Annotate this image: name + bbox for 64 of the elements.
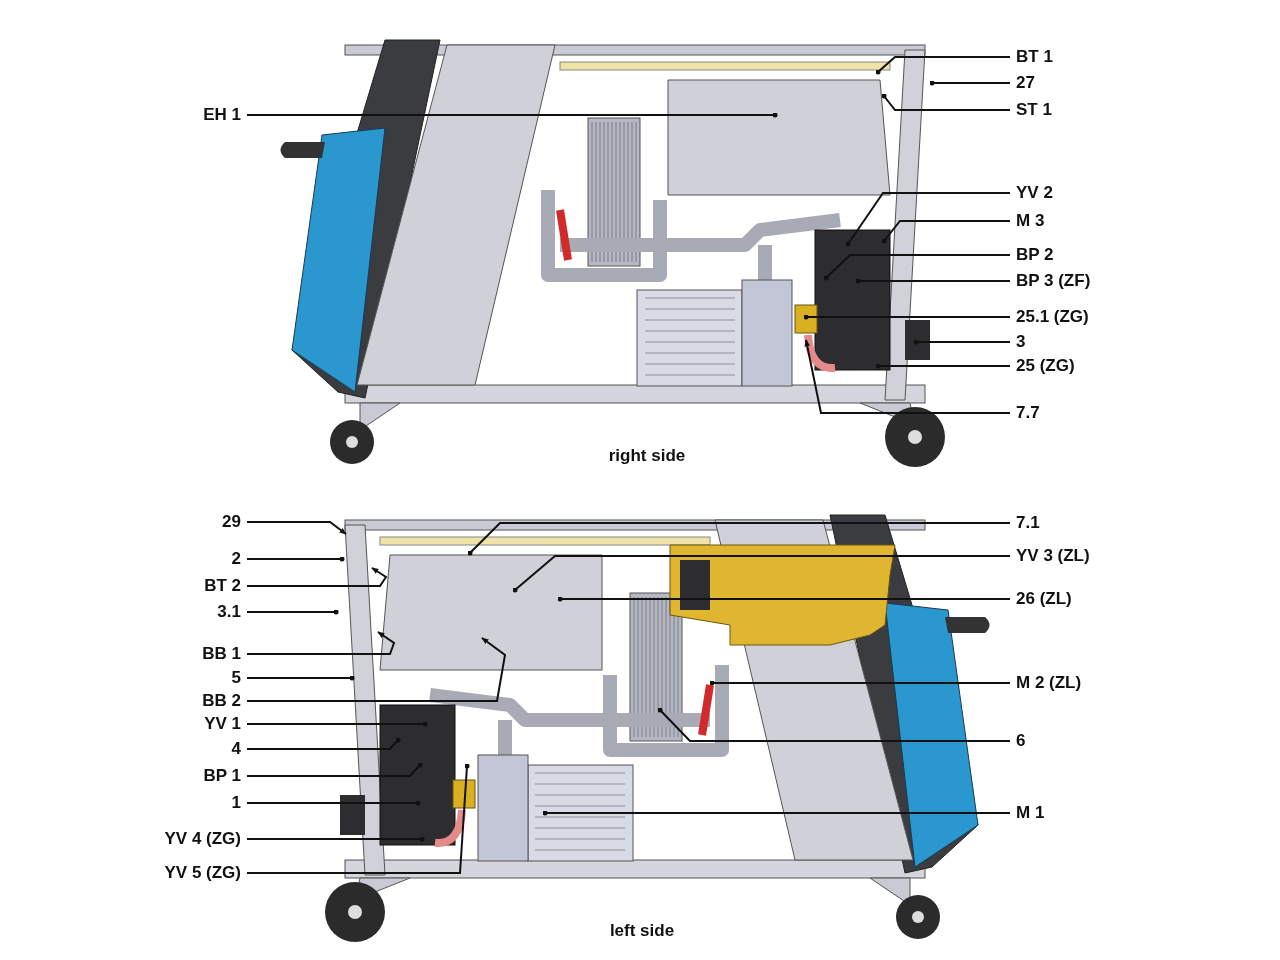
part-label: BT 2 bbox=[204, 576, 241, 596]
part-label: YV 2 bbox=[1016, 183, 1053, 203]
part-label: BP 1 bbox=[203, 766, 241, 786]
part-label: 26 (ZL) bbox=[1016, 589, 1072, 609]
leader-line bbox=[246, 762, 423, 777]
part-label: BP 2 bbox=[1016, 245, 1054, 265]
leader-line bbox=[913, 339, 1011, 345]
part-label: 3.1 bbox=[217, 602, 241, 622]
part-label: 7.7 bbox=[1016, 403, 1040, 423]
leader-line bbox=[467, 522, 1011, 556]
view-caption: right side bbox=[608, 446, 686, 466]
leader-line bbox=[881, 220, 1011, 244]
part-label: M 1 bbox=[1016, 803, 1045, 823]
part-label: M 3 bbox=[1016, 211, 1045, 231]
part-label: 7.1 bbox=[1016, 513, 1040, 533]
leader-line bbox=[557, 596, 1011, 602]
part-label: BT 1 bbox=[1016, 47, 1053, 67]
leader-line bbox=[512, 555, 1011, 593]
leader-line bbox=[875, 363, 1011, 369]
part-label: 25.1 (ZG) bbox=[1016, 307, 1089, 327]
leader-line bbox=[881, 93, 1011, 111]
leader-line bbox=[657, 707, 1011, 742]
leader-line bbox=[875, 56, 1011, 75]
leader-line bbox=[246, 637, 507, 702]
part-label: 25 (ZG) bbox=[1016, 356, 1075, 376]
leader-line bbox=[246, 567, 388, 587]
part-label: 6 bbox=[1016, 731, 1026, 751]
leader-line bbox=[246, 763, 470, 874]
part-label: 29 bbox=[222, 512, 241, 532]
part-label: YV 3 (ZL) bbox=[1016, 546, 1090, 566]
leader-line bbox=[845, 192, 1011, 247]
leader-line bbox=[246, 556, 345, 562]
leader-line bbox=[246, 112, 778, 118]
leader-line bbox=[246, 675, 355, 681]
part-label: YV 5 (ZG) bbox=[164, 863, 241, 883]
view-caption: left side bbox=[609, 921, 675, 941]
part-label: BP 3 (ZF) bbox=[1016, 271, 1091, 291]
leader-line bbox=[246, 521, 347, 535]
leader-line bbox=[246, 737, 401, 750]
part-label: BB 2 bbox=[202, 691, 241, 711]
part-label: M 2 (ZL) bbox=[1016, 673, 1082, 693]
part-label: YV 1 bbox=[204, 714, 241, 734]
part-label: 5 bbox=[231, 668, 241, 688]
leader-line bbox=[929, 80, 1011, 86]
part-label: ST 1 bbox=[1016, 100, 1052, 120]
part-label: BB 1 bbox=[202, 644, 241, 664]
leader-line bbox=[709, 680, 1011, 686]
part-label: 2 bbox=[231, 549, 241, 569]
part-label: YV 4 (ZG) bbox=[164, 829, 241, 849]
part-label: 3 bbox=[1016, 332, 1026, 352]
leader-line bbox=[246, 631, 396, 655]
part-label: 4 bbox=[231, 739, 241, 759]
part-label: 27 bbox=[1016, 73, 1035, 93]
leader-line bbox=[823, 254, 1011, 281]
leader-line bbox=[246, 609, 339, 615]
leader-line bbox=[804, 339, 1011, 414]
leader-line bbox=[803, 314, 1011, 320]
leader-line bbox=[542, 810, 1011, 816]
leader-line bbox=[246, 836, 425, 842]
leader-line bbox=[246, 721, 428, 727]
part-label: 1 bbox=[231, 793, 241, 813]
part-label: EH 1 bbox=[203, 105, 241, 125]
leader-line bbox=[246, 800, 421, 806]
leader-line bbox=[855, 278, 1011, 284]
